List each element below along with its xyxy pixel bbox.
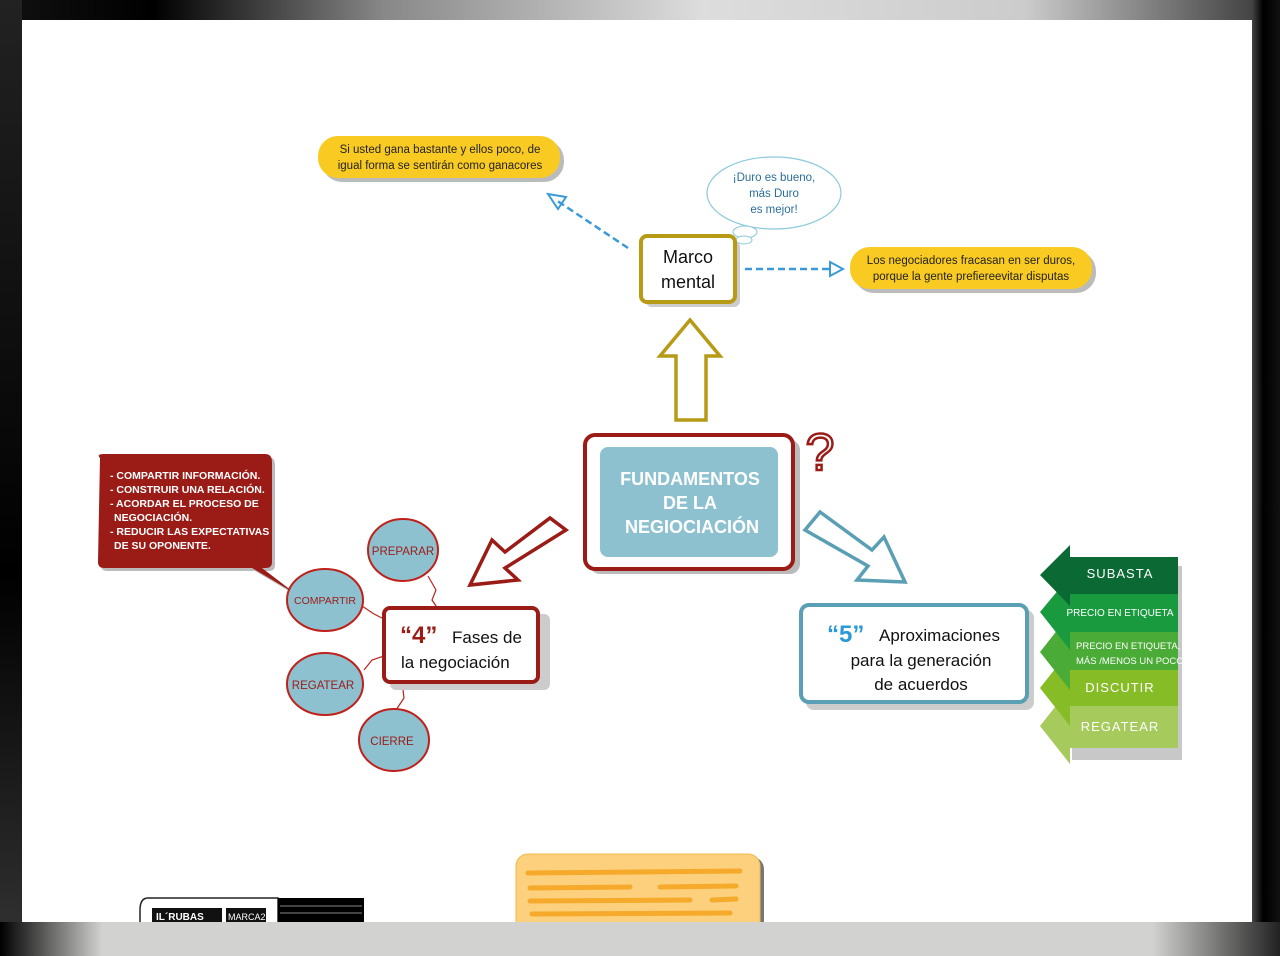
aprox-label: PRECIO EN ETIQUETA,: [1076, 641, 1180, 652]
fase-cierre: CIERRE: [358, 708, 430, 772]
orange-note: [515, 853, 764, 937]
note-left-line2: igual forma se sentirán como ganacores: [338, 160, 543, 172]
aprox-label: PRECIO EN ETIQUETA: [1066, 608, 1173, 619]
note-left-line1: Si usted gana bastante y ellos poco, de: [340, 144, 541, 156]
callout-line: DE SU OPONENTE.: [114, 540, 211, 552]
aprox-label: SUBASTA: [1087, 566, 1154, 581]
thought-bubble: ¡Duro es bueno, más Duro es mejor!: [706, 156, 842, 245]
dashed-arrow-left: [545, 192, 629, 250]
compartir-callout: - COMPARTIR INFORMACIÓN. - CONSTRUIR UNA…: [98, 454, 299, 597]
fases-number: “4”: [400, 622, 437, 649]
question-mark-icon: ?: [806, 424, 835, 482]
fase-regatear: REGATEAR: [286, 652, 364, 716]
frame-bottom: [0, 922, 1280, 956]
fases-line2: la negociación: [401, 653, 510, 672]
central-line1: FUNDAMENTOS: [620, 469, 760, 489]
thought-line3: es mejor!: [750, 204, 797, 216]
aprox-item-regatear: REGATEAR: [1040, 688, 1178, 764]
central-line2: DE LA: [663, 493, 717, 513]
thought-line2: más Duro: [749, 188, 799, 200]
dashed-arrow-right: [745, 260, 846, 278]
aprox-label: DISCUTIR: [1085, 680, 1154, 695]
central-topic: FUNDAMENTOS DE LA NEGIOCIACIÓN: [583, 433, 800, 574]
aproximaciones-list: REGATEAR DISCUTIR PRECIO EN ETIQUETA, MÁ…: [1040, 545, 1184, 764]
aprox-line3: de acuerdos: [874, 675, 968, 694]
aprox-line2: para la generación: [851, 651, 992, 670]
marker-label1: IL´RUBAS: [156, 912, 204, 923]
central-line3: NEGIOCIACIÓN: [625, 516, 759, 537]
thought-line1: ¡Duro es bueno,: [733, 172, 815, 184]
note-right-line1: Los negociadores fracasan en ser duros,: [867, 255, 1075, 267]
arrow-down-left-icon: [467, 515, 570, 588]
note-right: Los negociadores fracasan en ser duros, …: [850, 247, 1096, 293]
fase-compartir: COMPARTIR: [286, 568, 364, 632]
aprox-item-precio-etiqueta: PRECIO EN ETIQUETA: [1040, 576, 1178, 650]
aprox-item-discutir: DISCUTIR: [1040, 650, 1178, 726]
aprox-label: REGATEAR: [1081, 719, 1160, 734]
callout-line: - REDUCIR LAS EXPECTATIVAS: [110, 526, 269, 538]
marco-line2: mental: [661, 272, 715, 292]
fase-label: REGATEAR: [292, 680, 354, 692]
callout-line: - ACORDAR EL PROCESO DE: [110, 498, 259, 510]
fase-label: PREPARAR: [372, 546, 434, 558]
aprox-line1: Aproximaciones: [879, 626, 1000, 645]
callout-line: - CONSTRUIR UNA RELACIÓN.: [110, 483, 265, 496]
frame-left: [0, 0, 22, 956]
note-right-line2: porque la gente prefiereevitar disputas: [873, 271, 1070, 283]
callout-line: - COMPARTIR INFORMACIÓN.: [110, 469, 260, 482]
frame-right: [1252, 0, 1280, 956]
arrow-down-right-icon: [802, 509, 908, 584]
fase-preparar: PREPARAR: [367, 518, 439, 582]
marco-mental-box: Marco mental: [639, 234, 740, 307]
aprox-item-subasta: SUBASTA: [1040, 545, 1178, 606]
note-left: Si usted gana bastante y ellos poco, de …: [318, 136, 564, 182]
fase-label: COMPARTIR: [294, 595, 356, 607]
aprox-label: MÁS /MENOS UN POCO: [1076, 656, 1184, 667]
aproximaciones-box: “5” Aproximaciones para la generación de…: [799, 603, 1034, 710]
marco-line1: Marco: [663, 247, 713, 267]
aprox-item-precio-mas-menos: PRECIO EN ETIQUETA, MÁS /MENOS UN POCO: [1040, 614, 1184, 690]
fases-box: “4” Fases de la negociación: [382, 606, 550, 690]
up-arrow-icon: [656, 317, 724, 422]
callout-line: NEGOCIACIÓN.: [114, 511, 192, 524]
marker-label2: MARCA2: [228, 912, 266, 922]
aprox-number: “5”: [827, 621, 864, 648]
fases-items: PREPARAR COMPARTIR REGATEAR CIERRE: [286, 518, 439, 772]
fase-label: CIERRE: [370, 736, 414, 748]
frame-top: [0, 0, 1280, 20]
fases-line1: Fases de: [452, 628, 522, 647]
